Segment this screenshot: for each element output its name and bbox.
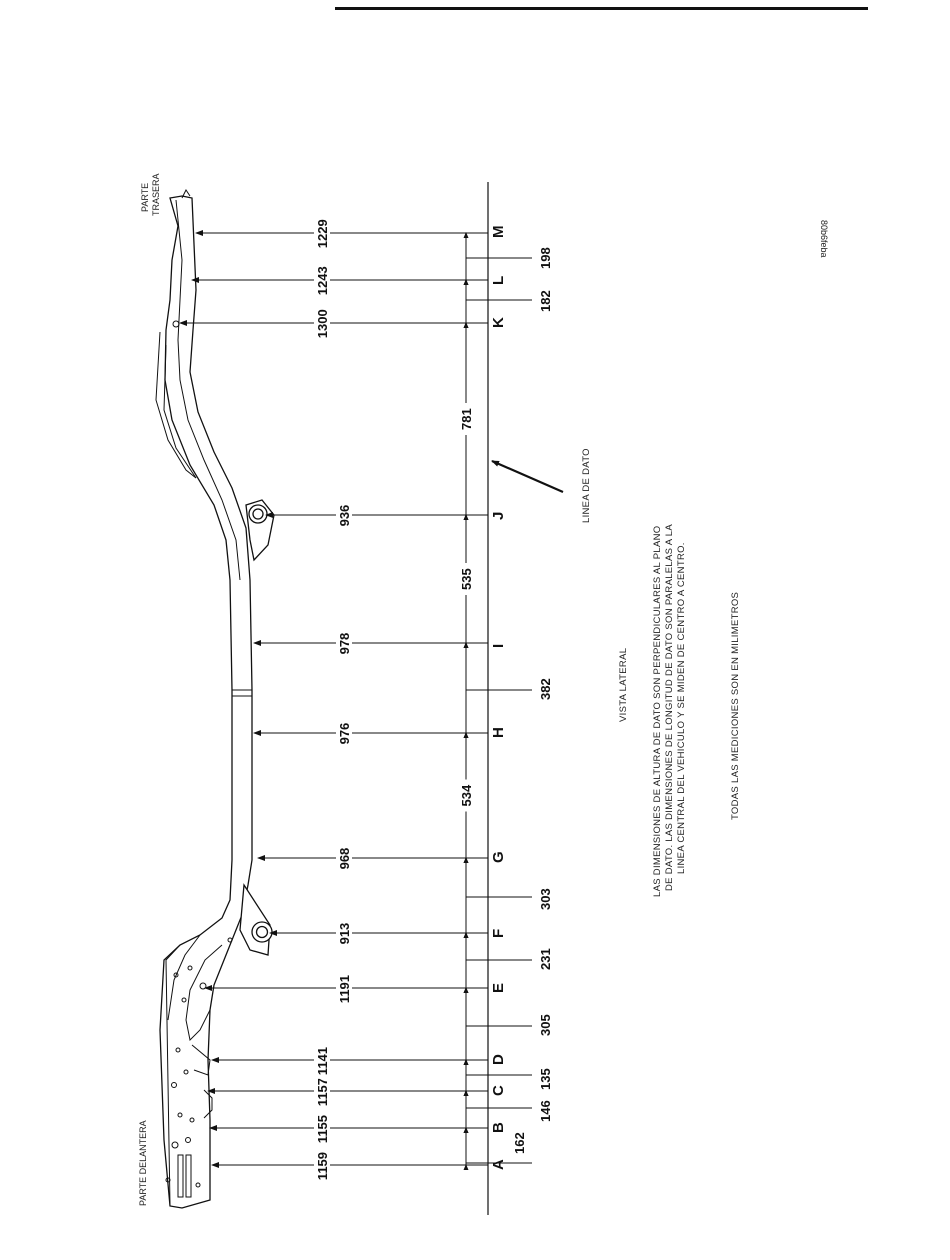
length-value: 382 (538, 678, 553, 700)
point-letter-b: B (490, 1122, 507, 1133)
point-letter-j: J (490, 512, 507, 520)
height-value-a: 1159 (315, 1152, 330, 1180)
point-letter-l: L (490, 276, 507, 285)
height-label-gap (314, 1041, 330, 1079)
length-value: 231 (538, 948, 553, 970)
note-line-2: DE DATO. LAS DIMENSIONES DE LONGITUD DE … (664, 524, 675, 891)
length-value: 135 (538, 1068, 553, 1090)
height-value-e: 1191 (337, 975, 352, 1003)
height-value-b: 1155 (315, 1115, 330, 1143)
length-label-gap (458, 563, 474, 595)
height-label-gap (336, 843, 352, 873)
length-value: 198 (538, 247, 553, 269)
height-label-gap (336, 718, 352, 748)
point-letter-h: H (490, 727, 507, 738)
point-letter-a: A (490, 1159, 507, 1170)
point-letter-m: M (490, 226, 507, 239)
length-label-gap (458, 779, 474, 812)
header-rule (335, 7, 868, 10)
length-value: 146 (538, 1100, 553, 1122)
figure-id: 80b6feba (819, 220, 829, 258)
height-label-gap (314, 214, 330, 252)
height-label-gap (314, 304, 330, 342)
height-value-g: 968 (337, 848, 352, 870)
datum-pointer-arrow (491, 459, 564, 494)
height-value-i: 978 (337, 633, 352, 655)
front-label: PARTE DELANTERA (138, 1120, 148, 1206)
length-label-gap (458, 403, 474, 435)
length-value: 303 (538, 888, 553, 910)
datum-line-label: LINEA DE DATO (581, 448, 592, 523)
height-label-gap (336, 969, 352, 1007)
point-letter-f: F (490, 929, 507, 938)
height-label-gap (314, 1146, 330, 1184)
length-value: 305 (538, 1014, 553, 1036)
length-value: 182 (538, 290, 553, 312)
height-value-f: 913 (337, 923, 352, 945)
frame-rail-drawing (155, 189, 275, 1209)
height-value-h: 976 (337, 723, 352, 745)
note-line-1: LAS DIMENSIONES DE ALTURA DE DATO SON PE… (652, 526, 663, 897)
height-value-l: 1243 (315, 266, 330, 295)
point-letter-c: C (490, 1085, 507, 1096)
point-letter-d: D (490, 1054, 507, 1065)
height-label-gap (336, 500, 352, 530)
height-value-d: 1141 (315, 1047, 330, 1075)
view-title: VISTA LATERAL (618, 648, 629, 722)
point-letter-k: K (490, 317, 507, 328)
height-value-c: 1157 (315, 1078, 330, 1106)
units-note: TODAS LAS MEDICIONES SON EN MILIMETROS (730, 592, 741, 820)
point-letter-g: G (490, 851, 507, 863)
height-label-gap (314, 1072, 330, 1110)
height-value-j: 936 (337, 505, 352, 527)
point-letter-i: I (490, 644, 507, 648)
height-value-m: 1229 (315, 219, 330, 248)
height-dimensions: 1159 A 1155 B 1157 C 1141 D 1191 E 913 F 968 G 976 H 978… (179, 214, 507, 1184)
height-label-gap (336, 918, 352, 948)
rear-label-line1: PARTE (140, 183, 150, 212)
length-value: 781 (459, 408, 474, 430)
height-label-gap (336, 628, 352, 658)
height-label-gap (314, 261, 330, 299)
rear-label-line2: TRASERA (151, 173, 161, 216)
height-label-gap (314, 1109, 330, 1147)
point-letter-e: E (490, 983, 507, 993)
length-dimensions: 162 146 135 305 231 303 534 382 535 781 182 198 (458, 232, 553, 1170)
length-value: 534 (459, 784, 474, 806)
length-value: 535 (459, 568, 474, 590)
length-value: 162 (512, 1132, 527, 1154)
height-value-k: 1300 (315, 309, 330, 338)
note-line-3: LINEA CENTRAL DEL VEHICULO Y SE MIDEN DE… (676, 542, 687, 874)
